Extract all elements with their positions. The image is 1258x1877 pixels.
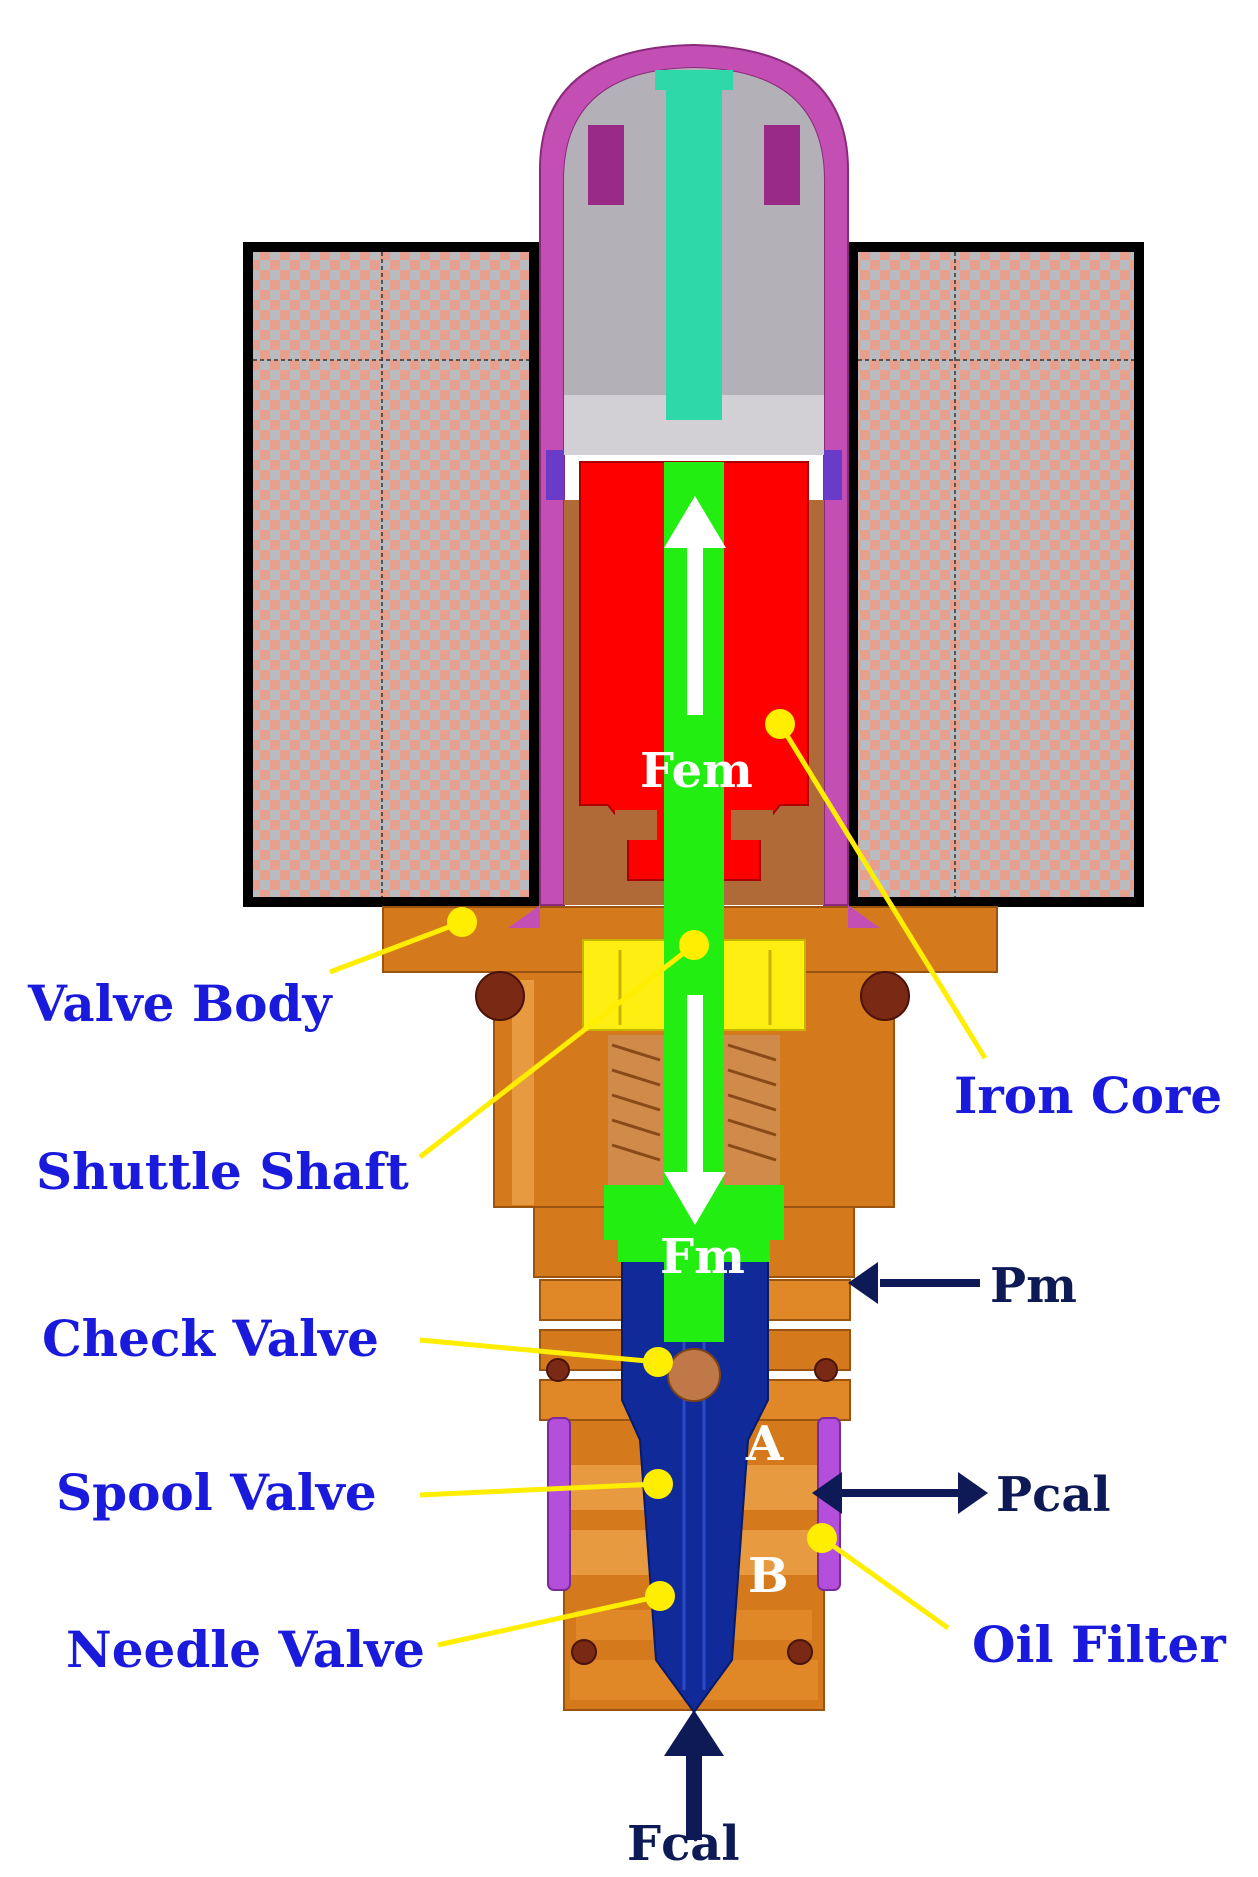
label-oil-filter: Oil Filter [972,1615,1226,1674]
dot-valve-body [447,907,477,937]
pm-arrow [848,1262,980,1304]
fcal-arrow [664,1710,724,1840]
pcal-arrow [812,1472,988,1514]
coil-right [848,242,1144,907]
armature-tube [539,43,849,906]
label-iron-core: Iron Core [954,1066,1222,1125]
label-shuttle-shaft: Shuttle Shaft [36,1142,409,1201]
label-spool-valve: Spool Valve [56,1463,377,1522]
leader-dots [447,709,837,1611]
label-chamber-a: A [745,1416,784,1472]
label-pm: Pm [990,1258,1077,1314]
leader-lines [329,722,988,1648]
label-valve-body: Valve Body [27,974,333,1033]
label-fcal: Fcal [627,1816,740,1872]
fem-arrow [664,496,726,715]
fm-arrow [664,995,726,1225]
label-fm: Fm [660,1229,745,1285]
dot-check-valve [643,1347,673,1377]
label-pcal: Pcal [996,1467,1111,1523]
dot-needle-valve [645,1581,675,1611]
label-chamber-b: B [748,1548,789,1604]
label-fem: Fem [640,743,753,799]
label-needle-valve: Needle Valve [66,1620,425,1679]
dot-shuttle-shaft [679,930,709,960]
coil-left [243,242,539,907]
dot-iron-core [765,709,795,739]
check-valve-ball [667,1348,721,1402]
label-check-valve: Check Valve [42,1309,379,1368]
o-rings [475,971,910,1665]
dot-spool-valve [643,1469,673,1499]
dot-oil-filter [807,1523,837,1553]
